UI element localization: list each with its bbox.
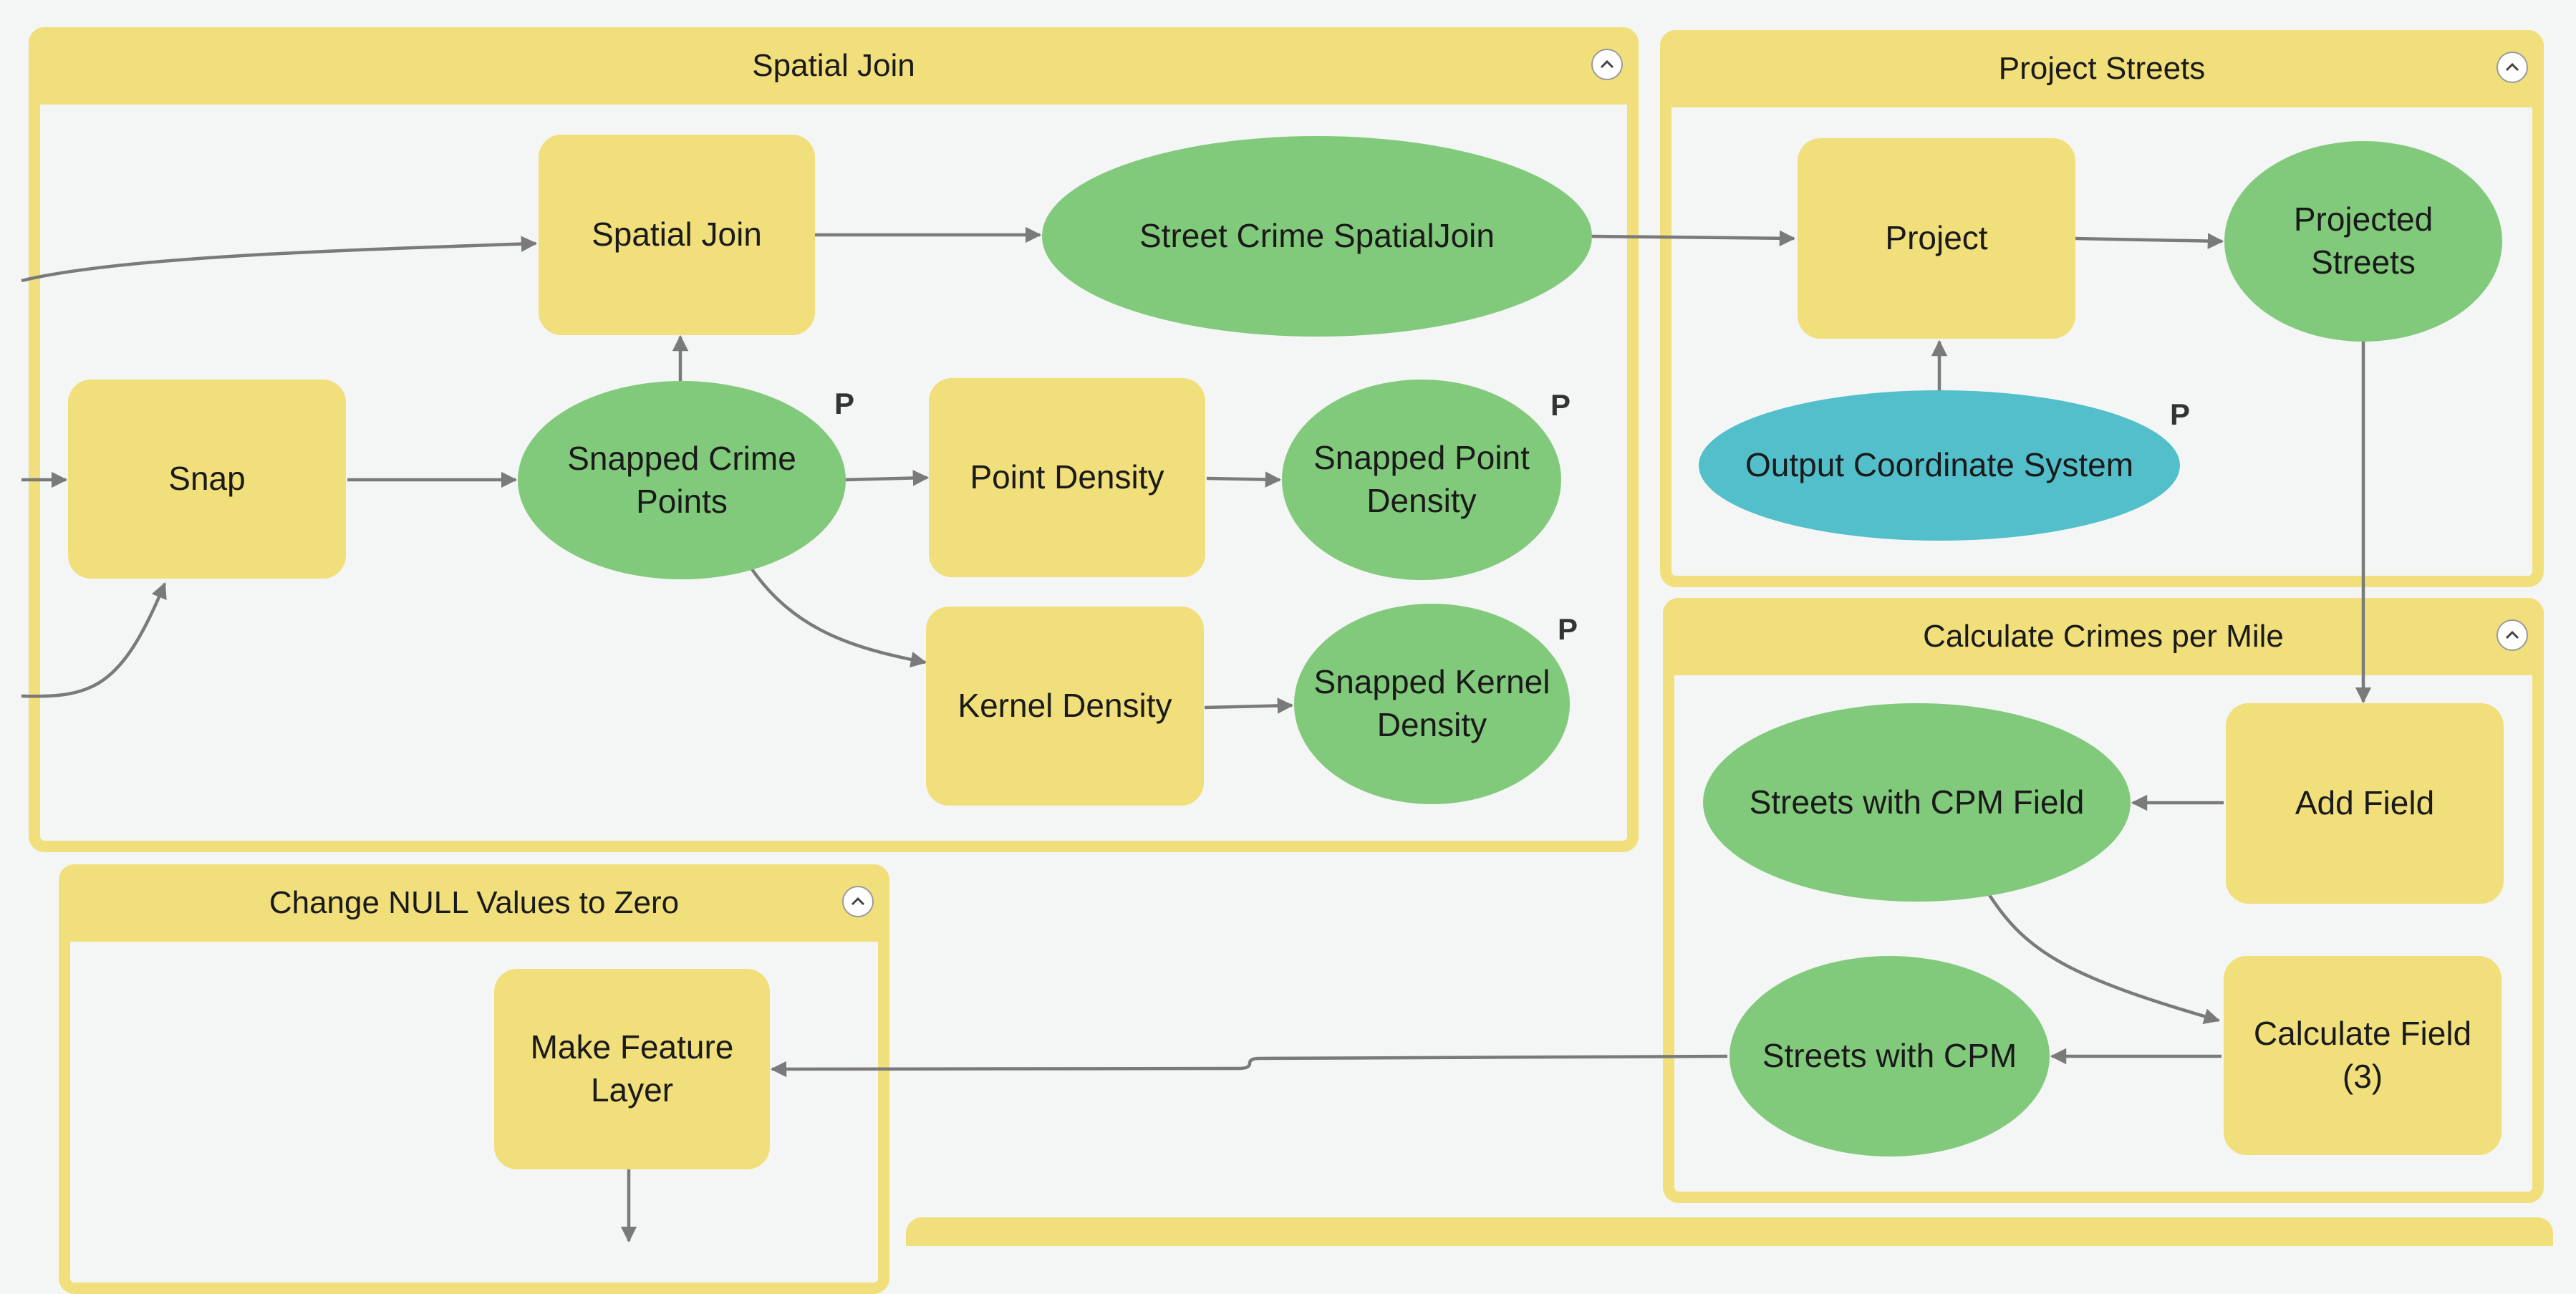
collapse-button[interactable] bbox=[2497, 52, 2528, 83]
node-street-crime-spatialjoin[interactable]: Street Crime SpatialJoin bbox=[1042, 136, 1592, 337]
node-snapped-point-density[interactable]: Snapped Point Density bbox=[1282, 380, 1561, 580]
node-add-field[interactable]: Add Field bbox=[2226, 703, 2504, 904]
parameter-marker: P bbox=[1550, 388, 1571, 422]
edge-project-to-projected-streets bbox=[2075, 233, 2224, 249]
group-header-calculate-crimes-per-mile[interactable]: Calculate Crimes per Mile bbox=[1663, 598, 2544, 675]
node-kernel-density[interactable]: Kernel Density bbox=[926, 607, 1204, 806]
chevron-up-icon bbox=[2505, 630, 2519, 639]
node-snapped-kernel-density[interactable]: Snapped Kernel Density bbox=[1294, 604, 1570, 804]
chevron-up-icon bbox=[1600, 59, 1614, 69]
node-streets-with-cpm[interactable]: Streets with CPM bbox=[1730, 956, 2050, 1157]
node-calculate-field[interactable]: Calculate Field (3) bbox=[2224, 956, 2502, 1155]
group-header-spatial-join[interactable]: Spatial Join bbox=[29, 27, 1639, 105]
group-border-partial bbox=[906, 1217, 2553, 1246]
edge-snapped-points-to-kernel-density bbox=[751, 568, 927, 668]
node-spatial-join[interactable]: Spatial Join bbox=[539, 135, 815, 335]
parameter-marker: P bbox=[2170, 397, 2191, 431]
parameter-marker: P bbox=[834, 387, 855, 420]
edge-street-crime-to-project bbox=[1591, 230, 1796, 247]
chevron-up-icon bbox=[851, 897, 865, 906]
group-title: Project Streets bbox=[1998, 51, 2206, 86]
collapse-button[interactable] bbox=[2497, 619, 2528, 651]
collapse-button[interactable] bbox=[842, 886, 874, 917]
node-snap[interactable]: Snap bbox=[68, 380, 346, 579]
chevron-up-icon bbox=[2505, 62, 2519, 72]
group-header-project-streets[interactable]: Project Streets bbox=[1660, 30, 2544, 107]
node-streets-with-cpm-field[interactable]: Streets with CPM Field bbox=[1703, 703, 2131, 902]
edge-snapped-points-to-point-density bbox=[844, 470, 930, 486]
group-title: Spatial Join bbox=[752, 48, 915, 83]
collapse-button[interactable] bbox=[1591, 49, 1623, 80]
parameter-marker: P bbox=[1558, 612, 1578, 646]
edge-kernel-density-to-snapped-kernel bbox=[1204, 697, 1294, 714]
node-point-density[interactable]: Point Density bbox=[929, 378, 1205, 577]
group-title: Calculate Crimes per Mile bbox=[1923, 619, 2284, 654]
edge-point-density-to-snapped-point-density bbox=[1206, 471, 1282, 488]
node-make-feature-layer[interactable]: Make Feature Layer bbox=[494, 969, 770, 1169]
edge-in2-to-snap bbox=[21, 581, 167, 698]
edge-streets-cpm-field-to-calculate-field bbox=[1988, 894, 2221, 1025]
connectors bbox=[21, 226, 2372, 1243]
group-title: Change NULL Values to Zero bbox=[269, 885, 680, 920]
edge-streets-cpm-to-make-feature-layer bbox=[770, 1054, 1728, 1078]
node-project[interactable]: Project bbox=[1798, 138, 2075, 339]
node-output-coordinate-system[interactable]: Output Coordinate System bbox=[1699, 390, 2180, 541]
node-snapped-crime-points[interactable]: Snapped Crime Points bbox=[518, 381, 846, 579]
group-header-change-null-values[interactable]: Change NULL Values to Zero bbox=[59, 864, 889, 942]
edge-in-to-spatial-join bbox=[21, 236, 538, 283]
node-projected-streets[interactable]: Projected Streets bbox=[2224, 141, 2502, 342]
